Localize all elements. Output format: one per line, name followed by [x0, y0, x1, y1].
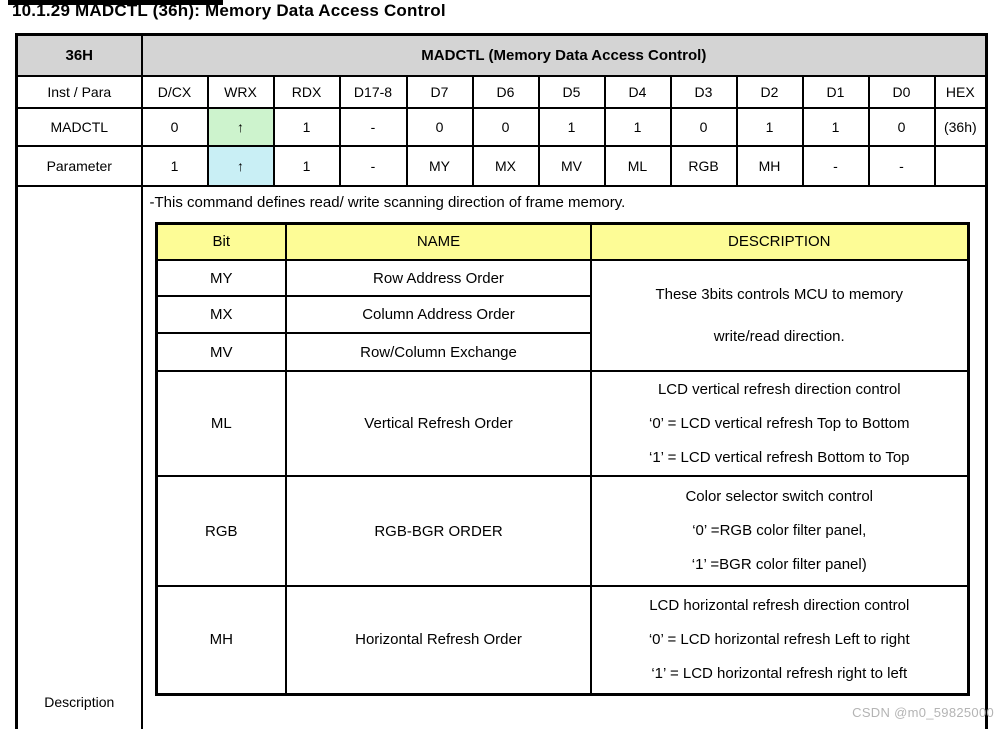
- bit-value-cell: 0: [669, 106, 738, 147]
- bit-name-cell: Column Address Order: [285, 295, 592, 334]
- bit-cell: MH: [155, 585, 287, 695]
- signal-header-cell: D7: [405, 74, 474, 109]
- description-intro-text: -This command defines read/ write scanni…: [149, 193, 626, 211]
- signal-header-cell: WRX: [206, 74, 275, 109]
- bit-row-rgb: RGB RGB-BGR ORDER Color selector switch …: [155, 475, 969, 587]
- description-line: ‘0’ = LCD vertical refresh Top to Bottom: [648, 414, 910, 432]
- bit-name-cell: Row Address Order: [285, 259, 592, 297]
- bit-cell: MV: [155, 332, 287, 372]
- signal-header-cell: D6: [471, 74, 540, 109]
- bit-row-mv: MV Row/Column Exchange: [155, 332, 968, 372]
- signal-header-cell: Inst / Para: [15, 74, 143, 109]
- bit-value-cell: 1: [801, 106, 870, 147]
- description-line: ‘0’ =RGB color filter panel,: [692, 522, 867, 539]
- bit-row-my: MY Row Address Order These 3bits control…: [155, 259, 969, 372]
- hex-value-cell: [933, 144, 988, 187]
- signal-header-cell: D3: [669, 74, 738, 109]
- bit-value-cell: -: [801, 144, 870, 187]
- watermark: CSDN @m0_59825000: [852, 705, 994, 720]
- bit-name-cell: Vertical Refresh Order: [285, 370, 592, 477]
- bit-value-cell: 1: [272, 106, 341, 147]
- description-line: Color selector switch control: [685, 488, 874, 505]
- bit-description-cell: LCD vertical refresh direction control ‘…: [590, 370, 969, 477]
- bit-value-cell: 0: [140, 106, 209, 147]
- signal-header-cell: D4: [603, 74, 672, 109]
- bit-row-mx: MX Column Address Order: [155, 295, 968, 334]
- description-line: LCD vertical refresh direction control: [657, 380, 901, 398]
- description-line: These 3bits controls MCU to memory: [655, 285, 904, 303]
- description-line: ‘1’ = LCD horizontal refresh right to le…: [651, 664, 908, 682]
- bits-header-description: DESCRIPTION: [590, 222, 969, 261]
- madctl-value-row: MADCTL 0 ↑ 1 - 0 0 1 1 0 1 1 0 (36h): [15, 106, 988, 147]
- bit-name-cell: MV: [537, 144, 606, 187]
- signal-header-cell: D5: [537, 74, 606, 109]
- bit-name-cell: RGB-BGR ORDER: [285, 475, 592, 587]
- signal-header-cell: RDX: [272, 74, 341, 109]
- bits-header-name: NAME: [285, 222, 592, 261]
- bit-cell: ML: [155, 370, 287, 477]
- bit-value-cell: -: [338, 144, 408, 187]
- description-content-cell: -This command defines read/ write scanni…: [140, 184, 988, 729]
- bits-header-row: Bit NAME DESCRIPTION: [155, 222, 969, 261]
- register-name-cell: MADCTL (Memory Data Access Control): [140, 33, 988, 77]
- bit-value-cell: 1: [272, 144, 341, 187]
- cropped-table-edge: [8, 0, 223, 5]
- signal-header-cell: D/CX: [140, 74, 209, 109]
- hex-value-cell: (36h): [933, 106, 988, 147]
- bit-value-cell: 1: [537, 106, 606, 147]
- bits-definition-table: Bit NAME DESCRIPTION MY Row Address Orde…: [154, 221, 970, 696]
- bit-value-cell: 1: [140, 144, 209, 187]
- bit-cell: RGB: [155, 475, 287, 587]
- bit-value-cell: 0: [867, 106, 936, 147]
- description-line: write/read direction.: [713, 327, 845, 345]
- row-label-cell: Parameter: [15, 144, 143, 187]
- register-table: 36H MADCTL (Memory Data Access Control) …: [15, 33, 989, 729]
- bit-name-cell: MX: [471, 144, 540, 187]
- parameter-value-row: Parameter 1 ↑ 1 - MY MX MV ML RGB MH - -: [15, 144, 988, 187]
- bit-description-cell: LCD horizontal refresh direction control…: [590, 585, 969, 695]
- register-title-row: 36H MADCTL (Memory Data Access Control): [15, 33, 988, 77]
- section-title: 10.1.29 MADCTL (36h): Memory Data Access…: [12, 1, 446, 20]
- signal-header-row: Inst / Para D/CX WRX RDX D17-8 D7 D6 D5 …: [15, 74, 988, 109]
- bits-header-bit: Bit: [155, 222, 287, 261]
- bit-value-cell: -: [867, 144, 936, 187]
- signal-header-cell: D2: [735, 74, 804, 109]
- bit-row-mh: MH Horizontal Refresh Order LCD horizont…: [155, 585, 969, 695]
- description-row: Description -This command defines read/ …: [15, 184, 988, 729]
- signal-header-cell: HEX: [933, 74, 988, 109]
- signal-header-cell: D0: [867, 74, 936, 109]
- bit-name-cell: ML: [603, 144, 672, 187]
- bit-name-cell: RGB: [669, 144, 738, 187]
- bit-cell: MY: [155, 259, 287, 297]
- description-line: ‘1’ =BGR color filter panel): [691, 556, 867, 573]
- bit-value-cell: 1: [735, 106, 804, 147]
- bit-row-ml: ML Vertical Refresh Order LCD vertical r…: [155, 370, 969, 477]
- signal-header-cell: D17-8: [338, 74, 408, 109]
- wrx-strobe-cell-up-arrow: ↑: [206, 144, 275, 187]
- bit-value-cell: 1: [603, 106, 672, 147]
- bit-name-cell: Row/Column Exchange: [285, 332, 592, 372]
- row-label-cell: MADCTL: [15, 106, 143, 147]
- description-line: ‘0’ = LCD horizontal refresh Left to rig…: [648, 630, 910, 648]
- description-line: ‘1’ = LCD vertical refresh Bottom to Top: [648, 448, 910, 466]
- wrx-strobe-cell-up-arrow: ↑: [206, 106, 275, 147]
- group-description-cell: These 3bits controls MCU to memory write…: [590, 259, 969, 372]
- bit-value-cell: -: [338, 106, 408, 147]
- bit-description-cell: Color selector switch control ‘0’ =RGB c…: [590, 475, 969, 587]
- description-line: LCD horizontal refresh direction control: [649, 596, 910, 614]
- bit-name-cell: MH: [735, 144, 804, 187]
- register-code-cell: 36H: [15, 33, 143, 77]
- bit-name-cell: Horizontal Refresh Order: [285, 585, 592, 695]
- bit-value-cell: 0: [405, 106, 474, 147]
- bit-value-cell: 0: [471, 106, 540, 147]
- signal-header-cell: D1: [801, 74, 870, 109]
- bit-name-cell: MY: [405, 144, 474, 187]
- bit-cell: MX: [155, 295, 287, 334]
- description-label-cell: Description: [15, 184, 143, 729]
